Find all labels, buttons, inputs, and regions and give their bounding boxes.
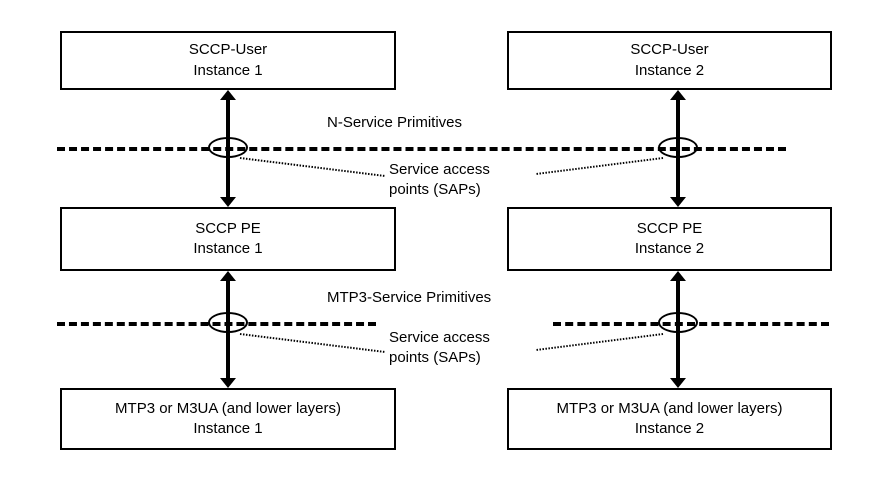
dotted-leader-line-icon-upper-right: [535, 157, 664, 175]
box-title: SCCP-User: [630, 41, 709, 59]
box-sccp-pe-instance-2: SCCP PE Instance 2: [507, 207, 832, 271]
box-mtp3-m3ua-instance-2: MTP3 or M3UA (and lower layers) Instance…: [507, 388, 832, 450]
box-subtitle: Instance 1: [193, 240, 263, 257]
arrow-head-down-icon: [670, 197, 686, 207]
box-subtitle: Instance 2: [634, 420, 705, 437]
arrow-head-up-icon: [220, 271, 236, 281]
sap-callout-line-2: points (SAPs): [389, 181, 481, 199]
box-sccp-user-instance-2: SCCP-User Instance 2: [507, 31, 832, 90]
label-mtp3-service-primitives: MTP3-Service Primitives: [327, 289, 492, 306]
sap-ellipse-icon-right-lower: [658, 312, 698, 333]
box-subtitle: Instance 2: [634, 61, 705, 79]
box-sccp-pe-instance-1: SCCP PE Instance 1: [60, 207, 396, 271]
arrow-head-down-icon: [220, 378, 236, 388]
sap-callout-line-2: points (SAPs): [389, 349, 481, 367]
sap-callout-line-1: Service access: [389, 161, 490, 178]
dotted-leader-line-icon-lower-right: [535, 333, 664, 351]
sap-ellipse-icon-left-lower: [208, 312, 248, 333]
label-sap-callout-upper: Service access points (SAPs): [389, 160, 490, 201]
box-sccp-user-instance-1: SCCP-User Instance 1: [60, 31, 396, 90]
dashed-horizontal-line-icon-n-service: [57, 147, 786, 151]
dotted-leader-line-icon-upper-left: [239, 157, 386, 177]
arrow-head-up-icon: [220, 90, 236, 100]
box-title: SCCP PE: [195, 219, 261, 237]
dotted-leader-line-icon-lower-left: [239, 333, 386, 353]
box-subtitle: Instance 1: [193, 61, 263, 79]
sap-callout-line-1: Service access: [389, 329, 490, 346]
box-title: SCCP-User: [188, 41, 268, 59]
box-title: MTP3 or M3UA (and lower layers): [115, 399, 341, 417]
sap-ellipse-icon-left-upper: [208, 137, 248, 158]
box-title: MTP3 or M3UA (and lower layers): [556, 399, 783, 417]
arrow-head-up-icon: [670, 271, 686, 281]
label-sap-callout-lower: Service access points (SAPs): [389, 328, 490, 369]
sap-ellipse-icon-right-upper: [658, 137, 698, 158]
box-title: SCCP PE: [636, 219, 703, 237]
box-subtitle: Instance 1: [193, 420, 263, 437]
arrow-head-down-icon: [670, 378, 686, 388]
label-n-service-primitives: N-Service Primitives: [327, 114, 463, 131]
box-mtp3-m3ua-instance-1: MTP3 or M3UA (and lower layers) Instance…: [60, 388, 396, 450]
box-subtitle: Instance 2: [634, 240, 705, 257]
arrow-head-down-icon: [220, 197, 236, 207]
arrow-head-up-icon: [670, 90, 686, 100]
